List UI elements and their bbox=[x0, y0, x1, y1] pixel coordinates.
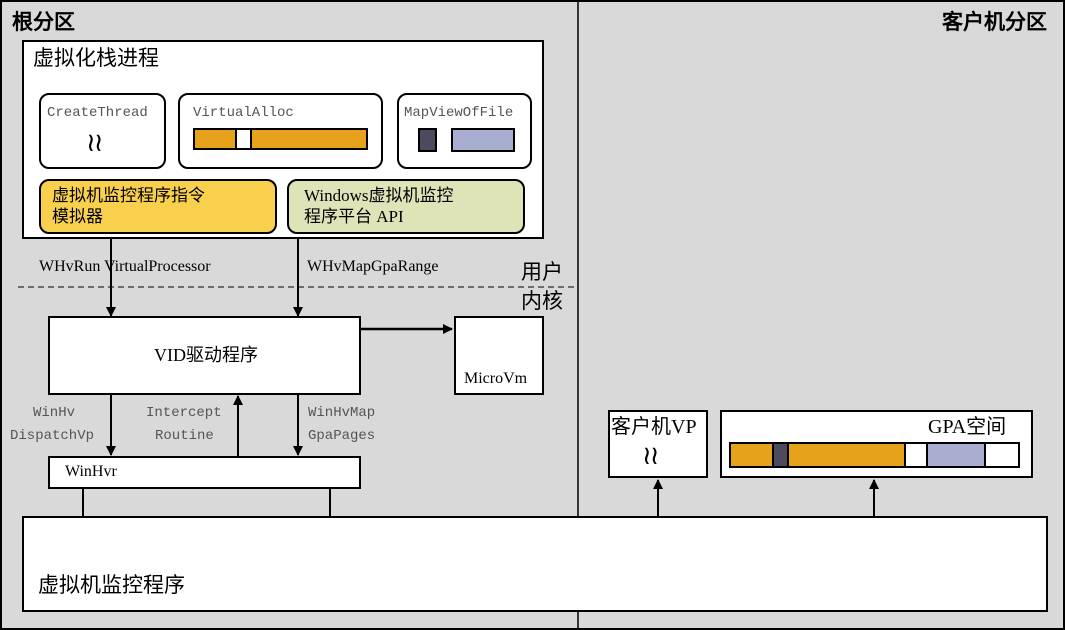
dispatch-label-line1: WinHv bbox=[33, 405, 76, 421]
vid-driver-label: VID驱动程序 bbox=[154, 345, 258, 365]
winhvr-box bbox=[48, 456, 361, 489]
instruction-emulator-line2: 模拟器 bbox=[52, 207, 103, 226]
virtual-alloc-label: VirtualAlloc bbox=[193, 105, 294, 121]
platform-api-box bbox=[287, 179, 525, 234]
guest-vp-box bbox=[608, 410, 708, 478]
gpa-space-label: GPA空间 bbox=[928, 416, 1007, 438]
kernel-mode-label: 内核 bbox=[521, 289, 563, 313]
root-partition-title: 根分区 bbox=[12, 10, 75, 34]
microvm-label: MicroVm bbox=[464, 370, 528, 387]
hypervisor-label: 虚拟机监控程序 bbox=[38, 573, 185, 597]
thread-wave-icon: ≀≀ bbox=[86, 128, 103, 158]
guest-vp-label: 客户机VP bbox=[611, 416, 697, 438]
user-mode-label: 用户 bbox=[521, 260, 563, 284]
dispatch-label-line2: DispatchVp bbox=[10, 428, 95, 444]
gpa-segment-amber-2 bbox=[787, 442, 906, 468]
gpa-segment-amber-1 bbox=[729, 442, 774, 468]
map-view-large-block bbox=[451, 128, 515, 152]
guest-partition-title: 客户机分区 bbox=[942, 10, 1047, 34]
platform-api-line1: Windows虚拟机监控 bbox=[304, 186, 454, 205]
map-gpa-call-label: WHvMapGpaRange bbox=[307, 258, 439, 275]
run-vp-call-label: WHvRun VirtualProcessor bbox=[39, 258, 211, 275]
map-view-small-block bbox=[418, 128, 437, 152]
hypervisor-box bbox=[22, 516, 1048, 612]
vid-driver-box bbox=[48, 316, 361, 395]
create-thread-box bbox=[39, 93, 166, 169]
virtual-alloc-gap bbox=[235, 128, 252, 150]
create-thread-label: CreateThread bbox=[47, 105, 148, 121]
gpa-segment-lavender bbox=[926, 442, 986, 468]
winhvr-label: WinHvr bbox=[65, 463, 117, 480]
virtual-alloc-region-bar bbox=[193, 128, 368, 150]
instruction-emulator-line1: 虚拟机监控程序指令 bbox=[52, 186, 205, 205]
microvm-box bbox=[454, 316, 544, 395]
map-pages-label-line1: WinHvMap bbox=[308, 405, 376, 421]
intercept-label-line1: Intercept bbox=[146, 405, 222, 421]
platform-api-line2: 程序平台 API bbox=[304, 207, 404, 226]
map-view-label: MapViewOfFile bbox=[404, 105, 514, 121]
virt-stack-process-title: 虚拟化栈进程 bbox=[33, 46, 159, 70]
guest-vp-wave-icon: ≀≀ bbox=[642, 441, 659, 471]
intercept-label-line2: Routine bbox=[155, 428, 214, 444]
map-pages-label-line2: GpaPages bbox=[308, 428, 376, 444]
instruction-emulator-box bbox=[39, 179, 277, 234]
